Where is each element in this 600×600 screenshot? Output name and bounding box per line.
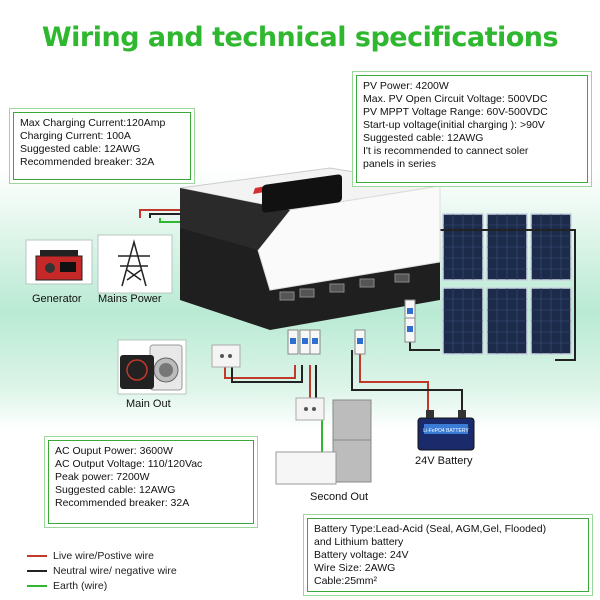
spec-line: PV MPPT Voltage Range: 60V-500VDC <box>363 106 548 118</box>
legend-swatch-live <box>27 554 47 557</box>
wire-legend: Live wire/Postive wire Neutral wire/ neg… <box>27 548 177 593</box>
solar-panel-array <box>442 213 572 355</box>
spec-line: and Lithium battery <box>314 536 404 548</box>
spec-line: Suggested cable: 12AWG <box>363 132 484 144</box>
inverter-port <box>329 283 345 293</box>
inverter-port <box>299 288 315 298</box>
spec-line: PV Power: 4200W <box>363 80 449 92</box>
spec-line: Battery Type:Lead-Acid (Seal, AGM,Gel, F… <box>314 523 547 535</box>
wire-mainout-neutral <box>231 360 303 383</box>
legend-item-live: Live wire/Postive wire <box>27 548 177 563</box>
spec-line: panels in series <box>363 158 436 170</box>
page-title: Wiring and technical specifications <box>41 22 559 53</box>
second-out-appliances-icon <box>275 399 372 485</box>
mains-tower-icon <box>97 234 173 294</box>
pv-spec-box: PV Power: 4200W Max. PV Open Circuit Vol… <box>356 75 588 183</box>
main-outlet-icon <box>211 344 241 368</box>
spec-line: I't is recommended to cannect soler <box>363 145 529 157</box>
second-outlet-icon <box>295 397 325 421</box>
spec-line: Max Charging Current:120Amp <box>20 117 166 129</box>
breaker-toggle <box>357 338 363 344</box>
breaker-toggle <box>302 338 308 344</box>
legend-label: Neutral wire/ negative wire <box>53 564 177 577</box>
second-out-label: Second Out <box>310 491 369 503</box>
inverter-port <box>279 291 295 301</box>
wire-battery-neg <box>351 350 463 410</box>
breaker-toggle <box>290 338 296 344</box>
spec-line: AC Output Voltage: 110/120Vac <box>55 458 203 470</box>
spec-line: Peak power: 7200W <box>55 471 150 483</box>
legend-item-neutral: Neutral wire/ negative wire <box>27 563 177 578</box>
spec-line: Max. PV Open Circuit Voltage: 500VDC <box>363 93 548 105</box>
battery-label: 24V Battery <box>415 455 473 467</box>
generator-label: Generator <box>32 293 82 305</box>
legend-label: Earth (wire) <box>53 579 108 592</box>
inverter <box>179 167 441 330</box>
spec-line: Charging Current: 100A <box>20 130 131 142</box>
spec-line: Recommended breaker: 32A <box>20 156 155 168</box>
battery-sticker-text: Li-FePO4 BATTERY <box>423 428 469 434</box>
battery-spec-box: Battery Type:Lead-Acid (Seal, AGM,Gel, F… <box>307 518 589 592</box>
legend-label: Live wire/Postive wire <box>53 549 154 562</box>
ac-output-spec-box: AC Ouput Power: 3600W AC Output Voltage:… <box>48 440 254 524</box>
spec-line: Cable:25mm² <box>314 575 378 587</box>
spec-line: AC Ouput Power: 3600W <box>55 445 173 457</box>
spec-line: Recommended breaker: 32A <box>55 497 190 509</box>
breaker-toggle <box>407 326 413 332</box>
breaker-toggle <box>312 338 318 344</box>
wire-battery-pos <box>359 350 429 410</box>
main-out-appliances-icon <box>117 339 187 395</box>
main-out-label: Main Out <box>126 398 171 410</box>
breaker-toggle <box>407 308 413 314</box>
legend-item-earth: Earth (wire) <box>27 578 177 593</box>
legend-swatch-neutral <box>27 569 47 572</box>
legend-swatch-earth <box>27 584 47 587</box>
inverter-port <box>359 278 375 288</box>
inverter-port <box>394 273 410 283</box>
spec-line: Suggested cable: 12AWG <box>20 143 141 155</box>
spec-line: Battery voltage: 24V <box>314 549 409 561</box>
spec-line: Wire Size: 2AWG <box>314 562 396 574</box>
mains-power-label: Mains Power <box>98 293 162 305</box>
spec-line: Suggested cable: 12AWG <box>55 484 176 496</box>
generator-icon <box>25 239 93 285</box>
spec-line: Start-up voltage(initial charging ): >90… <box>363 119 545 131</box>
battery-icon: Li-FePO4 BATTERY <box>417 410 475 451</box>
charging-spec-box: Max Charging Current:120Amp Charging Cur… <box>13 112 191 180</box>
breakers <box>287 299 416 355</box>
wire-mainout-live <box>224 360 296 379</box>
